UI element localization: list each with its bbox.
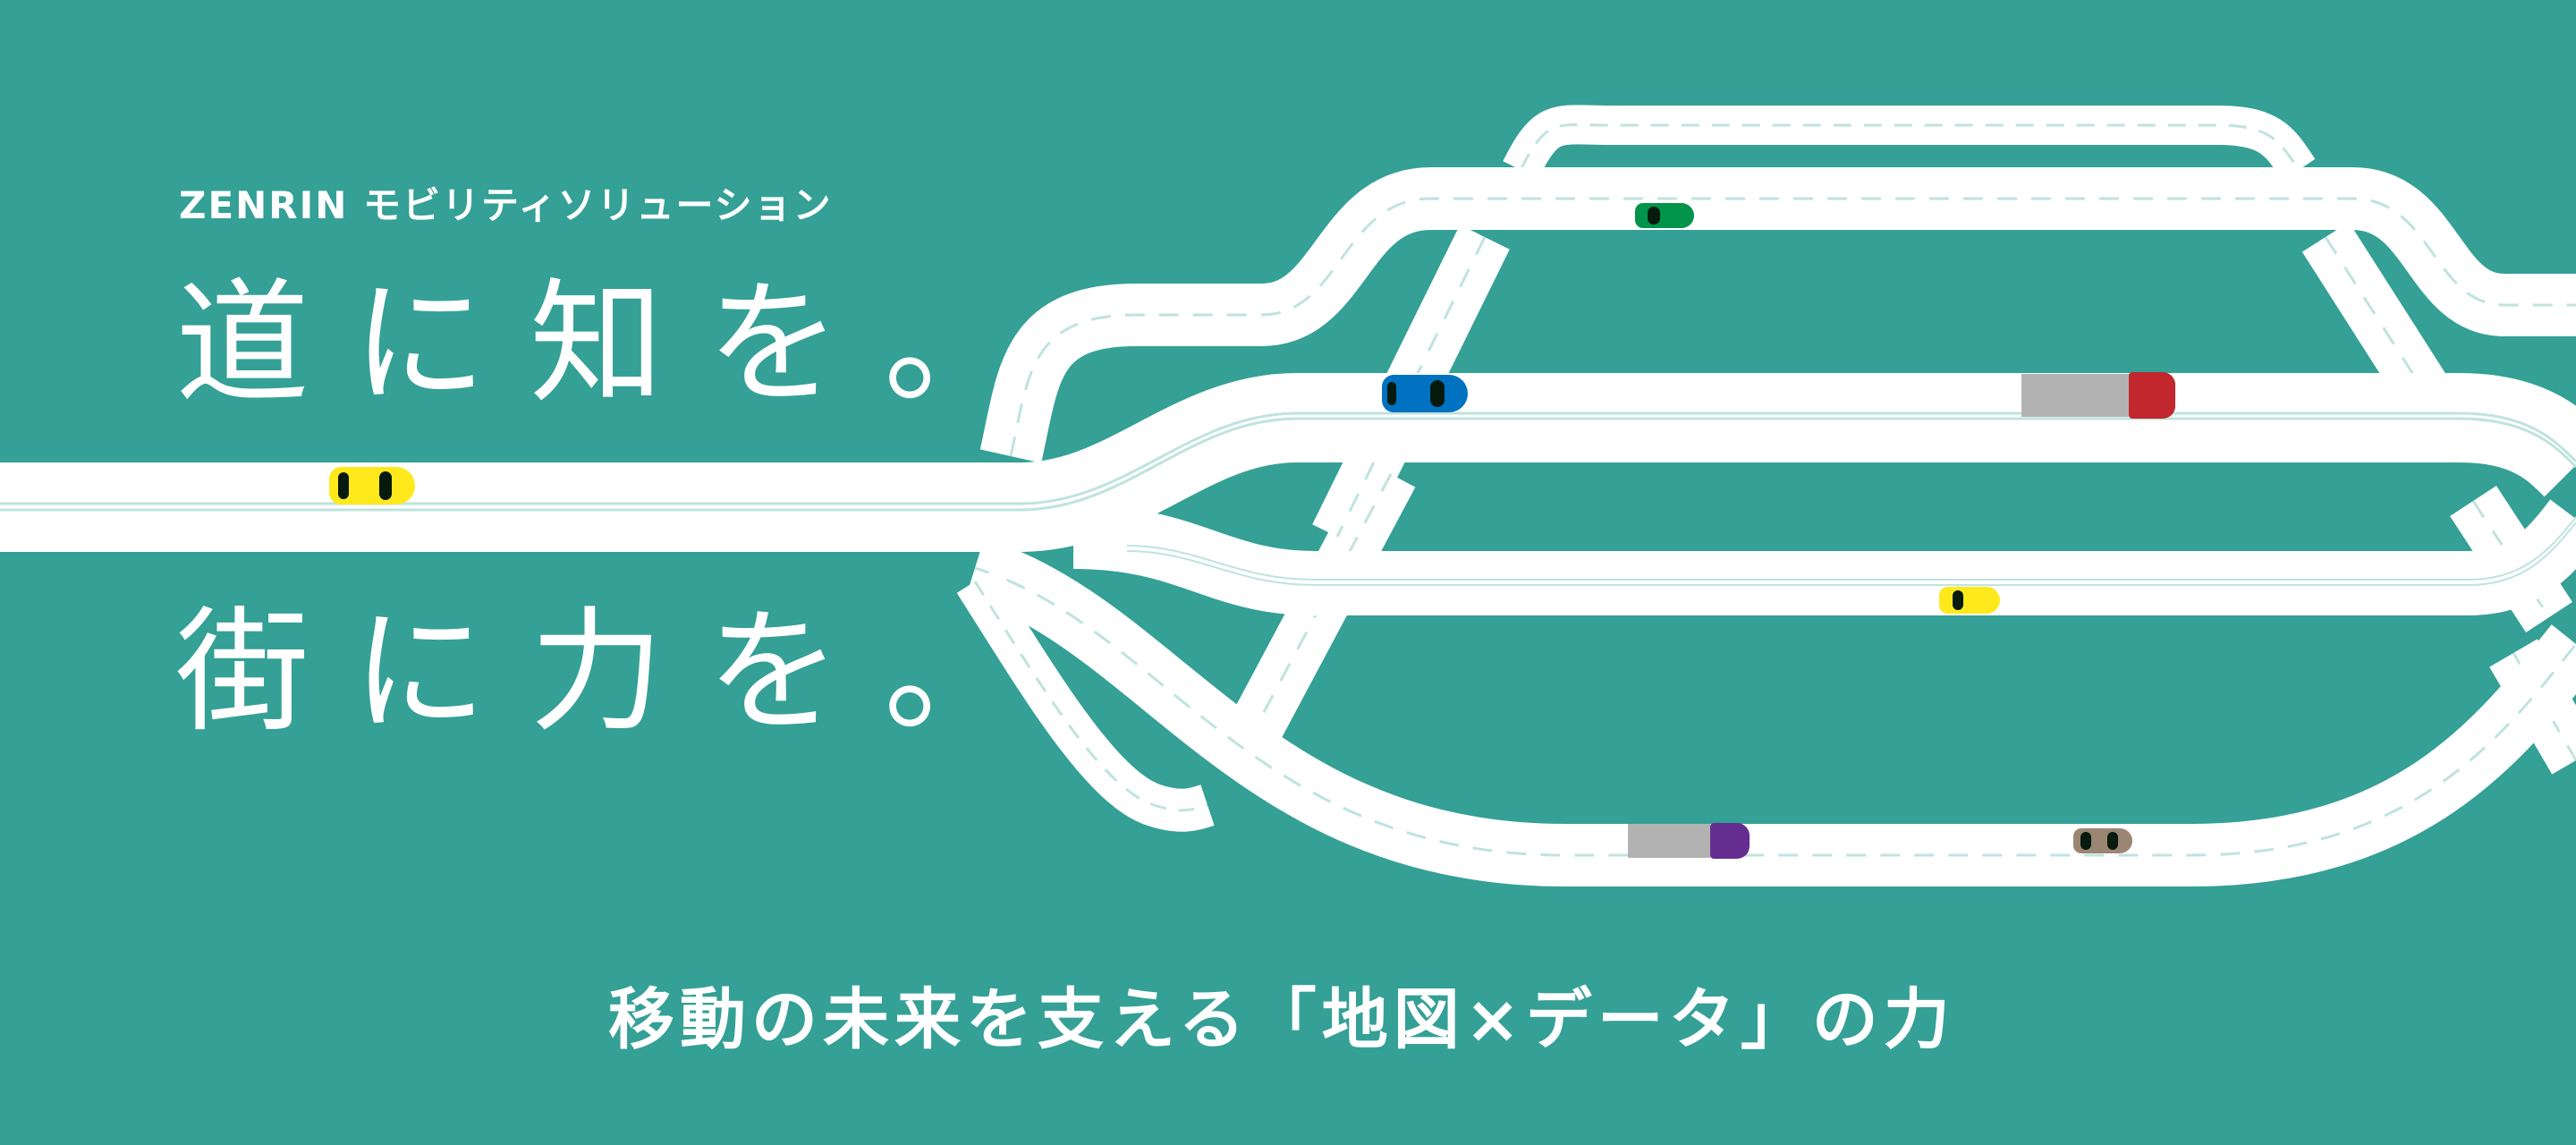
beige-car-bottom-road [2073, 828, 2132, 853]
brand-label: ZENRIN モビリティソリューション [179, 183, 833, 227]
green-car-upper-road [1635, 203, 1694, 228]
yellow-car-main-road [329, 467, 415, 505]
yellow-car-lower-road [1939, 587, 2000, 614]
red-truck-middle-road [2021, 372, 2179, 419]
headline-line-1: 道に知を。 [175, 267, 1062, 422]
blue-car-middle-road [1382, 375, 1468, 412]
tagline: 移動の未来を支える「地図×データ」の力 [608, 981, 1955, 1058]
top-road [1503, 105, 2316, 182]
purple-truck-bottom-road [1628, 823, 1753, 859]
lower-road [1072, 499, 2576, 615]
headline-line-2: 街に力を。 [175, 595, 1062, 751]
